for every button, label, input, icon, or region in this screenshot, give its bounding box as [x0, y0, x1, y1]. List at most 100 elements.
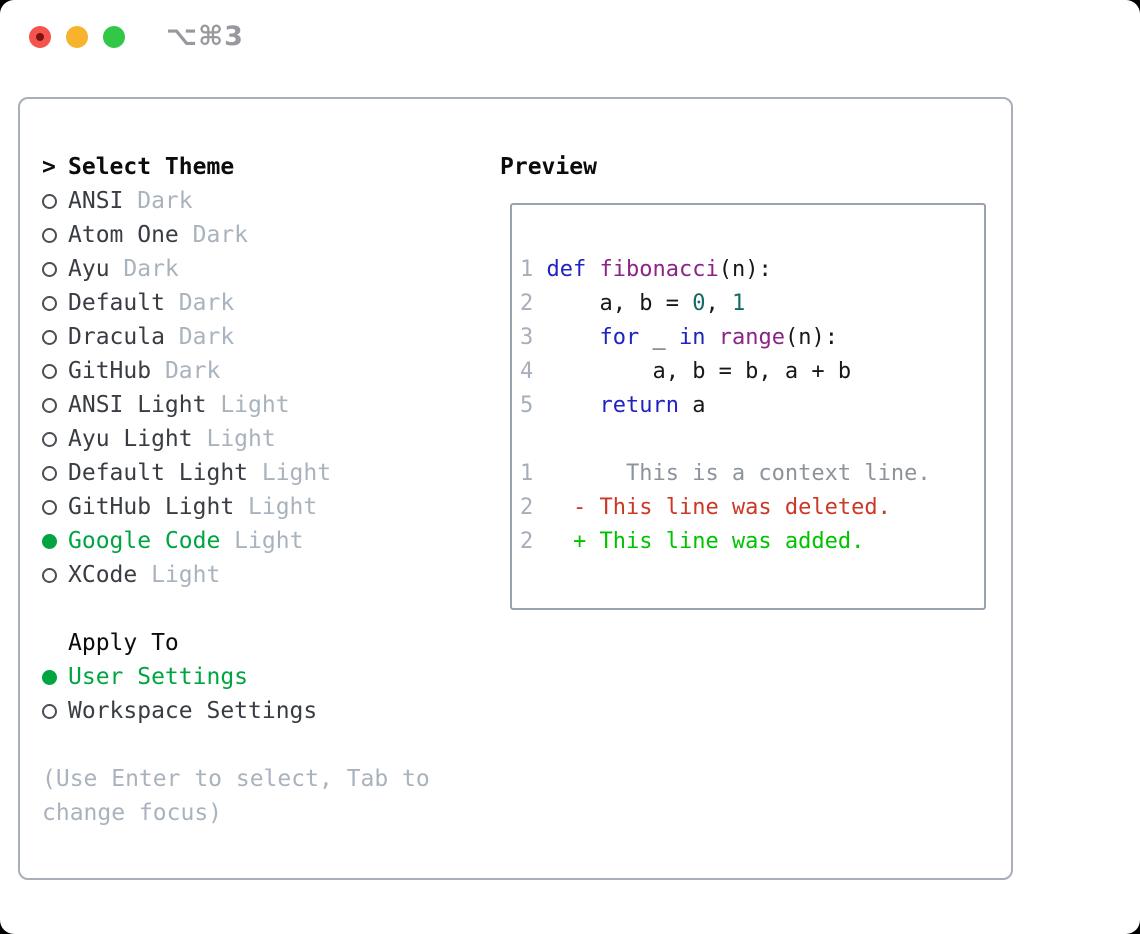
line-number: 2	[520, 495, 547, 520]
marker	[42, 499, 68, 515]
theme-option-label: Google Code	[68, 528, 221, 554]
theme-variant-label: Light	[234, 494, 318, 520]
code-line: 3 for _ in range(n):	[520, 325, 838, 350]
theme-option-label: Ayu Light	[68, 426, 193, 452]
apply-option-label: User Settings	[68, 664, 249, 690]
theme-option-github[interactable]: GitHub Dark	[42, 354, 482, 388]
close-button[interactable]	[29, 26, 51, 48]
maximize-button[interactable]	[103, 26, 125, 48]
theme-option-label: XCode	[68, 562, 138, 588]
theme-option-ansi[interactable]: ANSI Dark	[42, 184, 482, 218]
line-number: 5	[520, 393, 547, 418]
radio-icon	[42, 703, 57, 719]
marker	[42, 193, 68, 209]
theme-option-default[interactable]: Default Dark	[42, 286, 482, 320]
apply-to-title: Apply To	[68, 630, 179, 656]
radio-icon	[42, 329, 57, 345]
marker	[42, 567, 68, 583]
preview-box: 1 def fibonacci(n): 2 a, b = 0, 1 3 for _ …	[510, 203, 986, 610]
marker	[42, 295, 68, 311]
blank-line	[520, 423, 984, 457]
theme-variant-label: Light	[206, 392, 290, 418]
theme-option-ayu-light[interactable]: Ayu Light Light	[42, 422, 482, 456]
theme-option-ayu[interactable]: Ayu Dark	[42, 252, 482, 286]
selected-radio-icon	[42, 533, 57, 549]
theme-option-dracula[interactable]: Dracula Dark	[42, 320, 482, 354]
apply-option-label: Workspace Settings	[68, 698, 318, 724]
close-dot-icon	[36, 33, 44, 41]
selected-radio-icon	[42, 669, 57, 685]
marker	[42, 533, 68, 549]
code-line: 1 def fibonacci(n):	[520, 257, 772, 282]
theme-option-label: Ayu	[68, 256, 110, 282]
line-number: 2	[520, 291, 547, 316]
apply-option-workspace-settings[interactable]: Workspace Settings	[42, 694, 482, 728]
theme-variant-label: Light	[220, 528, 304, 554]
marker	[42, 227, 68, 243]
radio-icon	[42, 295, 57, 311]
window-shortcut-label: ⌥⌘3	[166, 21, 244, 52]
line-number: 4	[520, 359, 547, 384]
titlebar: ⌥⌘3	[0, 0, 1140, 74]
apply-to-header: Apply To	[42, 626, 482, 660]
radio-icon	[42, 193, 57, 209]
marker	[42, 363, 68, 379]
radio-icon	[42, 397, 57, 413]
diff-line: 2 - This line was deleted.	[520, 495, 891, 520]
select-theme-header: > Select Theme	[42, 150, 482, 184]
radio-icon	[42, 465, 57, 481]
marker	[42, 261, 68, 277]
theme-variant-label: Light	[192, 426, 276, 452]
theme-variant-label: Dark	[164, 324, 235, 350]
line-number: 2	[520, 529, 547, 554]
diff-line: 2 + This line was added.	[520, 529, 865, 554]
theme-option-google-code[interactable]: Google Code Light	[42, 524, 482, 558]
marker	[42, 329, 68, 345]
preview-code: 1 def fibonacci(n): 2 a, b = 0, 1 3 for _ …	[512, 205, 984, 559]
line-number: 1	[520, 257, 547, 282]
theme-variant-label: Light	[137, 562, 221, 588]
theme-option-xcode[interactable]: XCode Light	[42, 558, 482, 592]
theme-option-github-light[interactable]: GitHub Light Light	[42, 490, 482, 524]
marker	[42, 397, 68, 413]
spacer	[42, 728, 482, 762]
theme-variant-label: Dark	[123, 188, 193, 214]
theme-option-label: Atom One	[68, 222, 179, 248]
code-line: 2 a, b = 0, 1	[520, 291, 746, 316]
radio-icon	[42, 499, 57, 515]
theme-option-label: GitHub	[68, 358, 152, 384]
radio-icon	[42, 227, 57, 243]
theme-option-label: GitHub Light	[68, 494, 235, 520]
theme-option-label: ANSI	[68, 188, 124, 214]
theme-option-label: Dracula	[68, 324, 165, 350]
theme-option-atom-one[interactable]: Atom One Dark	[42, 218, 482, 252]
theme-variant-label: Dark	[178, 222, 249, 248]
help-text-line: (Use Enter to select, Tab to	[42, 766, 430, 792]
theme-variant-label: Light	[248, 460, 332, 486]
theme-option-ansi-light[interactable]: ANSI Light Light	[42, 388, 482, 422]
theme-variant-label: Dark	[164, 290, 235, 316]
theme-option-label: Default	[68, 290, 165, 316]
code-line: 4 a, b = b, a + b	[520, 359, 852, 384]
minimize-button[interactable]	[66, 26, 88, 48]
line-number: 1	[520, 461, 547, 486]
radio-icon	[42, 261, 57, 277]
theme-variant-label: Dark	[109, 256, 179, 282]
prompt-icon: >	[42, 154, 56, 180]
marker	[42, 703, 68, 719]
line-number: 3	[520, 325, 547, 350]
radio-icon	[42, 363, 57, 379]
marker	[42, 431, 68, 447]
theme-option-default-light[interactable]: Default Light Light	[42, 456, 482, 490]
diff-line: 1 This is a context line.	[520, 461, 931, 486]
preview-title: Preview	[500, 154, 597, 180]
theme-option-label: Default Light	[68, 460, 249, 486]
radio-icon	[42, 567, 57, 583]
theme-variant-label: Dark	[151, 358, 221, 384]
apply-option-user-settings[interactable]: User Settings	[42, 660, 482, 694]
